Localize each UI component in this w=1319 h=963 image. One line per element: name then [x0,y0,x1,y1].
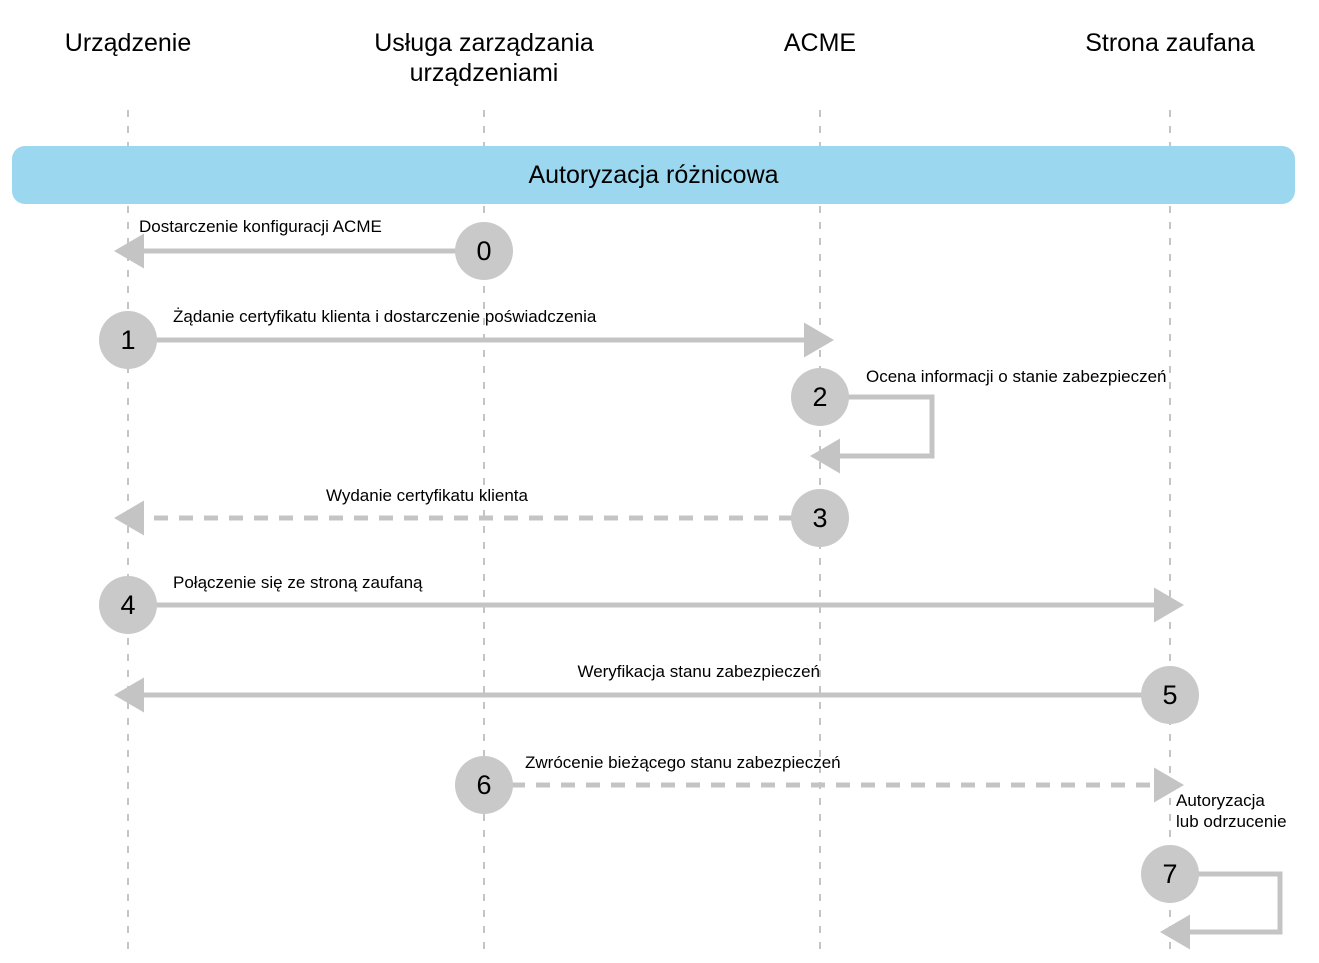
step-badge-2: 2 [791,368,849,426]
phase-banner: Autoryzacja różnicowa [12,146,1295,204]
step-badge-number: 6 [476,769,492,800]
phase-banner-label: Autoryzacja różnicowa [528,160,779,189]
step-badge-number: 7 [1162,858,1178,889]
self-loop-arrow-7 [1160,871,1283,950]
message-label-1: Żądanie certyfikatu klienta i dostarczen… [173,307,597,326]
step-badge-6: 6 [455,756,513,814]
lane-header-acme: ACME [783,29,857,57]
message-label-3: Wydanie certyfikatu klienta [325,486,528,505]
message-label-6: Zwrócenie bieżącego stanu zabezpieczeń [525,753,841,772]
lane-header-device: Urządzenie [64,29,192,57]
step-badge-3: 3 [791,489,849,547]
message-label-7: Autoryzacja lub odrzucenie [1176,791,1287,831]
step-badge-0: 0 [455,222,513,280]
self-loop-arrow-2 [810,394,935,474]
step-badge-number: 5 [1162,679,1178,710]
arrows-group [114,233,1283,950]
message-label-0: Dostarczenie konfiguracji ACME [139,217,382,236]
lane-header-trusted: Strona zaufana [1085,29,1255,57]
step-badge-4: 4 [99,576,157,634]
step-badge-number: 3 [812,502,828,533]
message-label-2: Ocena informacji o stanie zabezpieczeń [866,367,1167,386]
message-label-4: Połączenie się ze stroną zaufaną [173,573,423,592]
lane-header-mdm: Usługa zarządzania urządzeniami [374,29,594,87]
step-badge-number: 2 [812,381,828,412]
step-badge-1: 1 [99,311,157,369]
step-badge-number: 1 [120,324,136,355]
message-label-5: Weryfikacja stanu zabezpieczeń [577,662,820,681]
step-badge-5: 5 [1141,666,1199,724]
lifelines-group [127,110,1171,958]
step-badge-7: 7 [1141,845,1199,903]
step-badge-number: 0 [476,235,492,266]
step-badge-number: 4 [120,589,136,620]
